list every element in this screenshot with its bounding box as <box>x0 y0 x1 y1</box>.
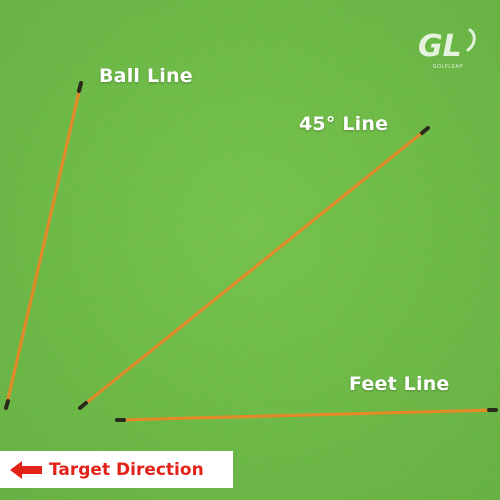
logo-text: GL <box>418 29 462 64</box>
golfleap-logo: GL <box>418 28 476 64</box>
left-arrow-icon <box>10 460 42 479</box>
feet-line-label: Feet Line <box>349 373 450 395</box>
angle-line-label: 45° Line <box>299 113 389 135</box>
target-direction-label: Target Direction <box>49 459 204 480</box>
target-direction-badge: Target Direction <box>0 451 233 488</box>
feet-line-stick <box>115 408 498 422</box>
logo-subtext: GOLFLEAP <box>432 64 464 70</box>
ball-line-stick <box>4 81 83 410</box>
ball-line-label: Ball Line <box>99 65 193 87</box>
angle-line-stick <box>78 126 430 410</box>
